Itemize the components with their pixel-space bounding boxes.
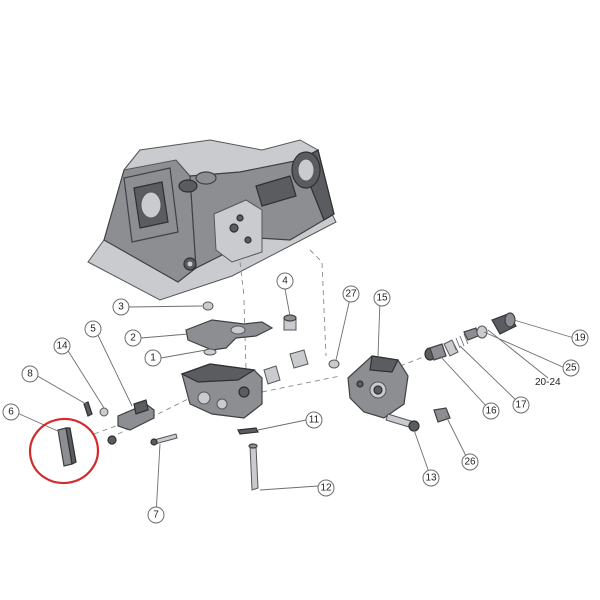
callout-circle: [422, 469, 440, 487]
callout-number: 3: [118, 302, 124, 313]
callout-number: 12: [320, 483, 332, 494]
callout-7: 7: [147, 506, 165, 524]
part-8-pin: [83, 401, 93, 417]
callout-number: 19: [574, 333, 586, 344]
part-19-plug: [491, 312, 517, 335]
callout-17: 17: [512, 396, 530, 414]
part-13-bolt: [385, 413, 420, 432]
callout-number: 25: [565, 363, 577, 374]
callout-26: 26: [461, 453, 479, 471]
part-6-link: [57, 427, 77, 467]
callout-circle: [147, 506, 165, 524]
callout-circle: [276, 272, 294, 290]
callout-circle: [373, 289, 391, 307]
callout-number: 27: [345, 289, 357, 300]
callout-number: 1: [150, 353, 156, 364]
callout-number: 6: [8, 407, 14, 418]
leader-lines: [14, 288, 575, 516]
callout-number: 14: [56, 341, 68, 352]
callout-circle: [305, 411, 323, 429]
part-27-o-ring: [328, 359, 340, 369]
callout-15: 15: [373, 289, 391, 307]
callout-2: 2: [124, 329, 142, 347]
callout-circle: [2, 403, 20, 421]
part-14-washer: [99, 407, 117, 445]
part-5-bracket: [117, 399, 155, 431]
callout-number: 15: [376, 293, 388, 304]
callout-8: 8: [21, 365, 39, 383]
part-2-lever-plate: [185, 319, 274, 351]
callout-number: 8: [27, 369, 33, 380]
highlight-ring: [28, 417, 100, 485]
callout-1: 1: [144, 349, 162, 367]
callout-circle: [562, 359, 580, 377]
callout-circle: [144, 349, 162, 367]
callout-4: 4: [276, 272, 294, 290]
part-17-spring: [443, 327, 479, 357]
callout-27: 27: [342, 285, 360, 303]
callout-circle: [317, 479, 335, 497]
callout-12: 12: [317, 479, 335, 497]
callout-circle: [112, 298, 130, 316]
part-3-nut: [202, 301, 214, 311]
part-16-fitting: [424, 343, 447, 361]
callout-14: 14: [53, 337, 71, 355]
callout-number: 2: [130, 333, 136, 344]
main-housing: [87, 139, 337, 301]
callout-number: 4: [282, 276, 288, 287]
callout-circle: [124, 329, 142, 347]
callout-13: 13: [422, 469, 440, 487]
callout-5: 5: [84, 320, 102, 338]
callout-circle: [461, 453, 479, 471]
callout-circle: [84, 320, 102, 338]
callout-circle: [482, 402, 500, 420]
part-1-valve-body: [180, 348, 309, 419]
part-15-pump-housing: [347, 355, 409, 419]
part-7-bolt: [150, 433, 178, 446]
callout-circle: [21, 365, 39, 383]
callout-circle: [342, 285, 360, 303]
label-20-24: 20-24: [535, 377, 561, 388]
part-25-seal: [476, 325, 488, 339]
callout-circle: [512, 396, 530, 414]
callout-circle: [571, 329, 589, 347]
part-11-clip: [237, 427, 259, 435]
callout-number: 13: [425, 473, 437, 484]
callout-number: 16: [485, 406, 497, 417]
callout-number: 26: [464, 457, 476, 468]
part-12-rod: [248, 443, 259, 491]
callout-25: 25: [562, 359, 580, 377]
assembly-guide-lines: [93, 249, 427, 439]
callout-3: 3: [112, 298, 130, 316]
callout-number: 17: [515, 400, 527, 411]
callout-number: 7: [153, 510, 159, 521]
callout-number: 11: [309, 415, 320, 426]
callout-16: 16: [482, 402, 500, 420]
callout-number: 5: [90, 324, 96, 335]
part-26-nut: [433, 407, 451, 423]
callout-6: 6: [2, 403, 20, 421]
part-4-plug: [283, 314, 297, 331]
callout-19: 19: [571, 329, 589, 347]
callout-11: 11: [305, 411, 323, 429]
callout-circle: [53, 337, 71, 355]
